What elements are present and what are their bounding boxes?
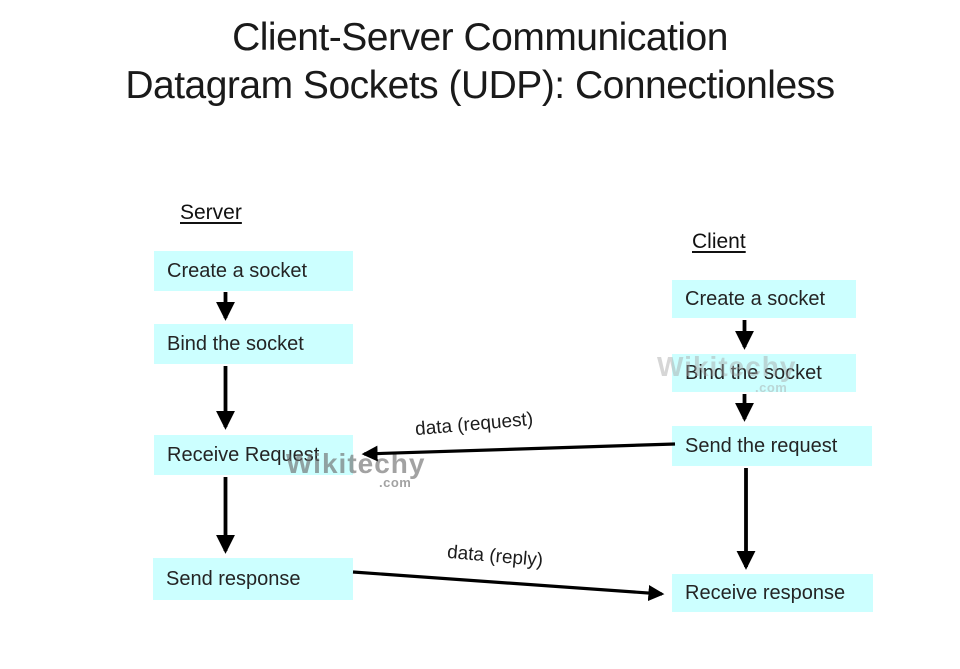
server-step-bind-socket: Bind the socket <box>154 324 353 364</box>
slide-title: Client-Server Communication Datagram Soc… <box>0 14 960 110</box>
client-step-create-socket: Create a socket <box>672 280 856 318</box>
client-step-send-request: Send the request <box>672 426 872 466</box>
reply-arrow-label: data (reply) <box>446 541 544 572</box>
watermark: Wikitechy .com <box>657 351 797 395</box>
arrow-data-reply-icon <box>352 570 665 602</box>
client-step-receive-response: Receive response <box>672 574 873 612</box>
server-step-create-socket: Create a socket <box>154 251 353 291</box>
request-arrow-label: data (request) <box>414 408 534 441</box>
client-column-label: Client <box>692 230 746 253</box>
server-column-label: Server <box>180 201 242 224</box>
watermark-suffix: .com <box>379 475 412 490</box>
watermark-suffix: .com <box>755 380 788 395</box>
title-line-1: Client-Server Communication <box>232 16 728 59</box>
server-step-send-response: Send response <box>153 558 353 600</box>
title-line-2: Datagram Sockets (UDP): Connectionless <box>125 64 835 107</box>
watermark: Wikitechy .com <box>286 448 425 490</box>
client-step-bind-socket: Bind the socket <box>672 354 856 392</box>
server-step-receive-request: Receive Request <box>154 435 353 475</box>
watermark-text: Wikitechy <box>657 351 797 382</box>
